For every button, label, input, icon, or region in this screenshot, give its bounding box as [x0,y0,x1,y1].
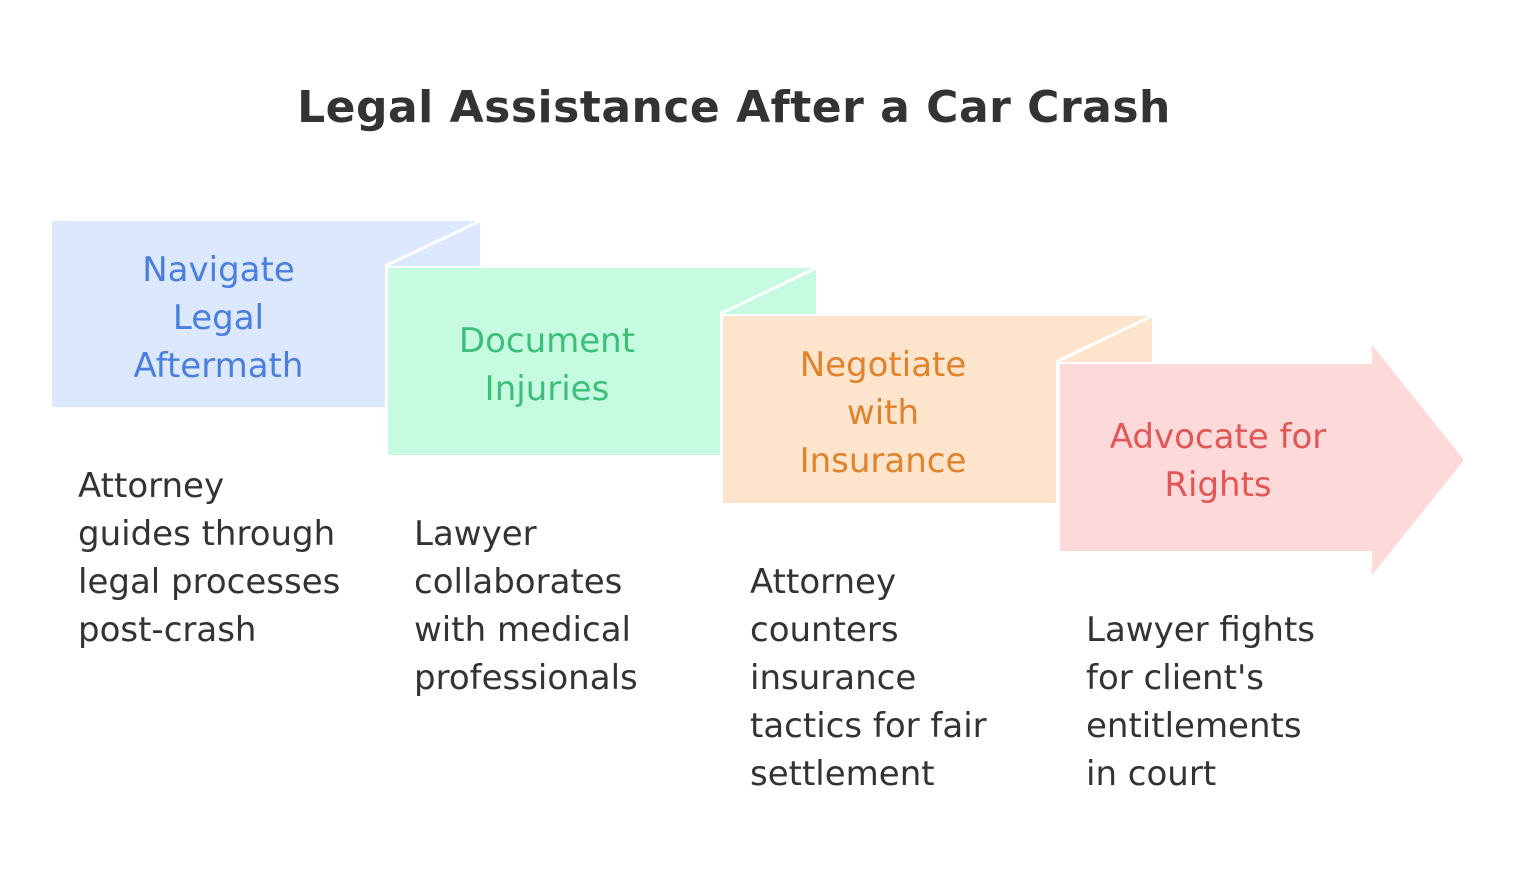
step-2-fold-crease [719,266,817,316]
step-4-label: Advocate for Rights [1109,417,1327,505]
step-1-label: Navigate Legal Aftermath [133,250,304,386]
step-1-panel [52,221,385,407]
step-3-fold-crease [1055,314,1153,364]
step-2-description: Lawyer collaborates with medical profess… [414,514,638,698]
step-3-description: Attorney counters insurance tactics for … [750,562,987,794]
step-1-description: Attorney guides through legal processes … [78,466,341,650]
step-1-fold-crease [384,219,481,268]
step-4-arrow [1060,345,1464,575]
step-4-description: Lawyer fights for client's entitlements … [1086,610,1316,794]
step-3-panel [723,316,1056,503]
step-2-label: Document Injuries [458,321,636,409]
step-2-panel [388,268,720,455]
diagram-title: Legal Assistance After a Car Crash [297,82,1171,133]
step-3-label: Negotiate with Insurance [799,345,967,481]
